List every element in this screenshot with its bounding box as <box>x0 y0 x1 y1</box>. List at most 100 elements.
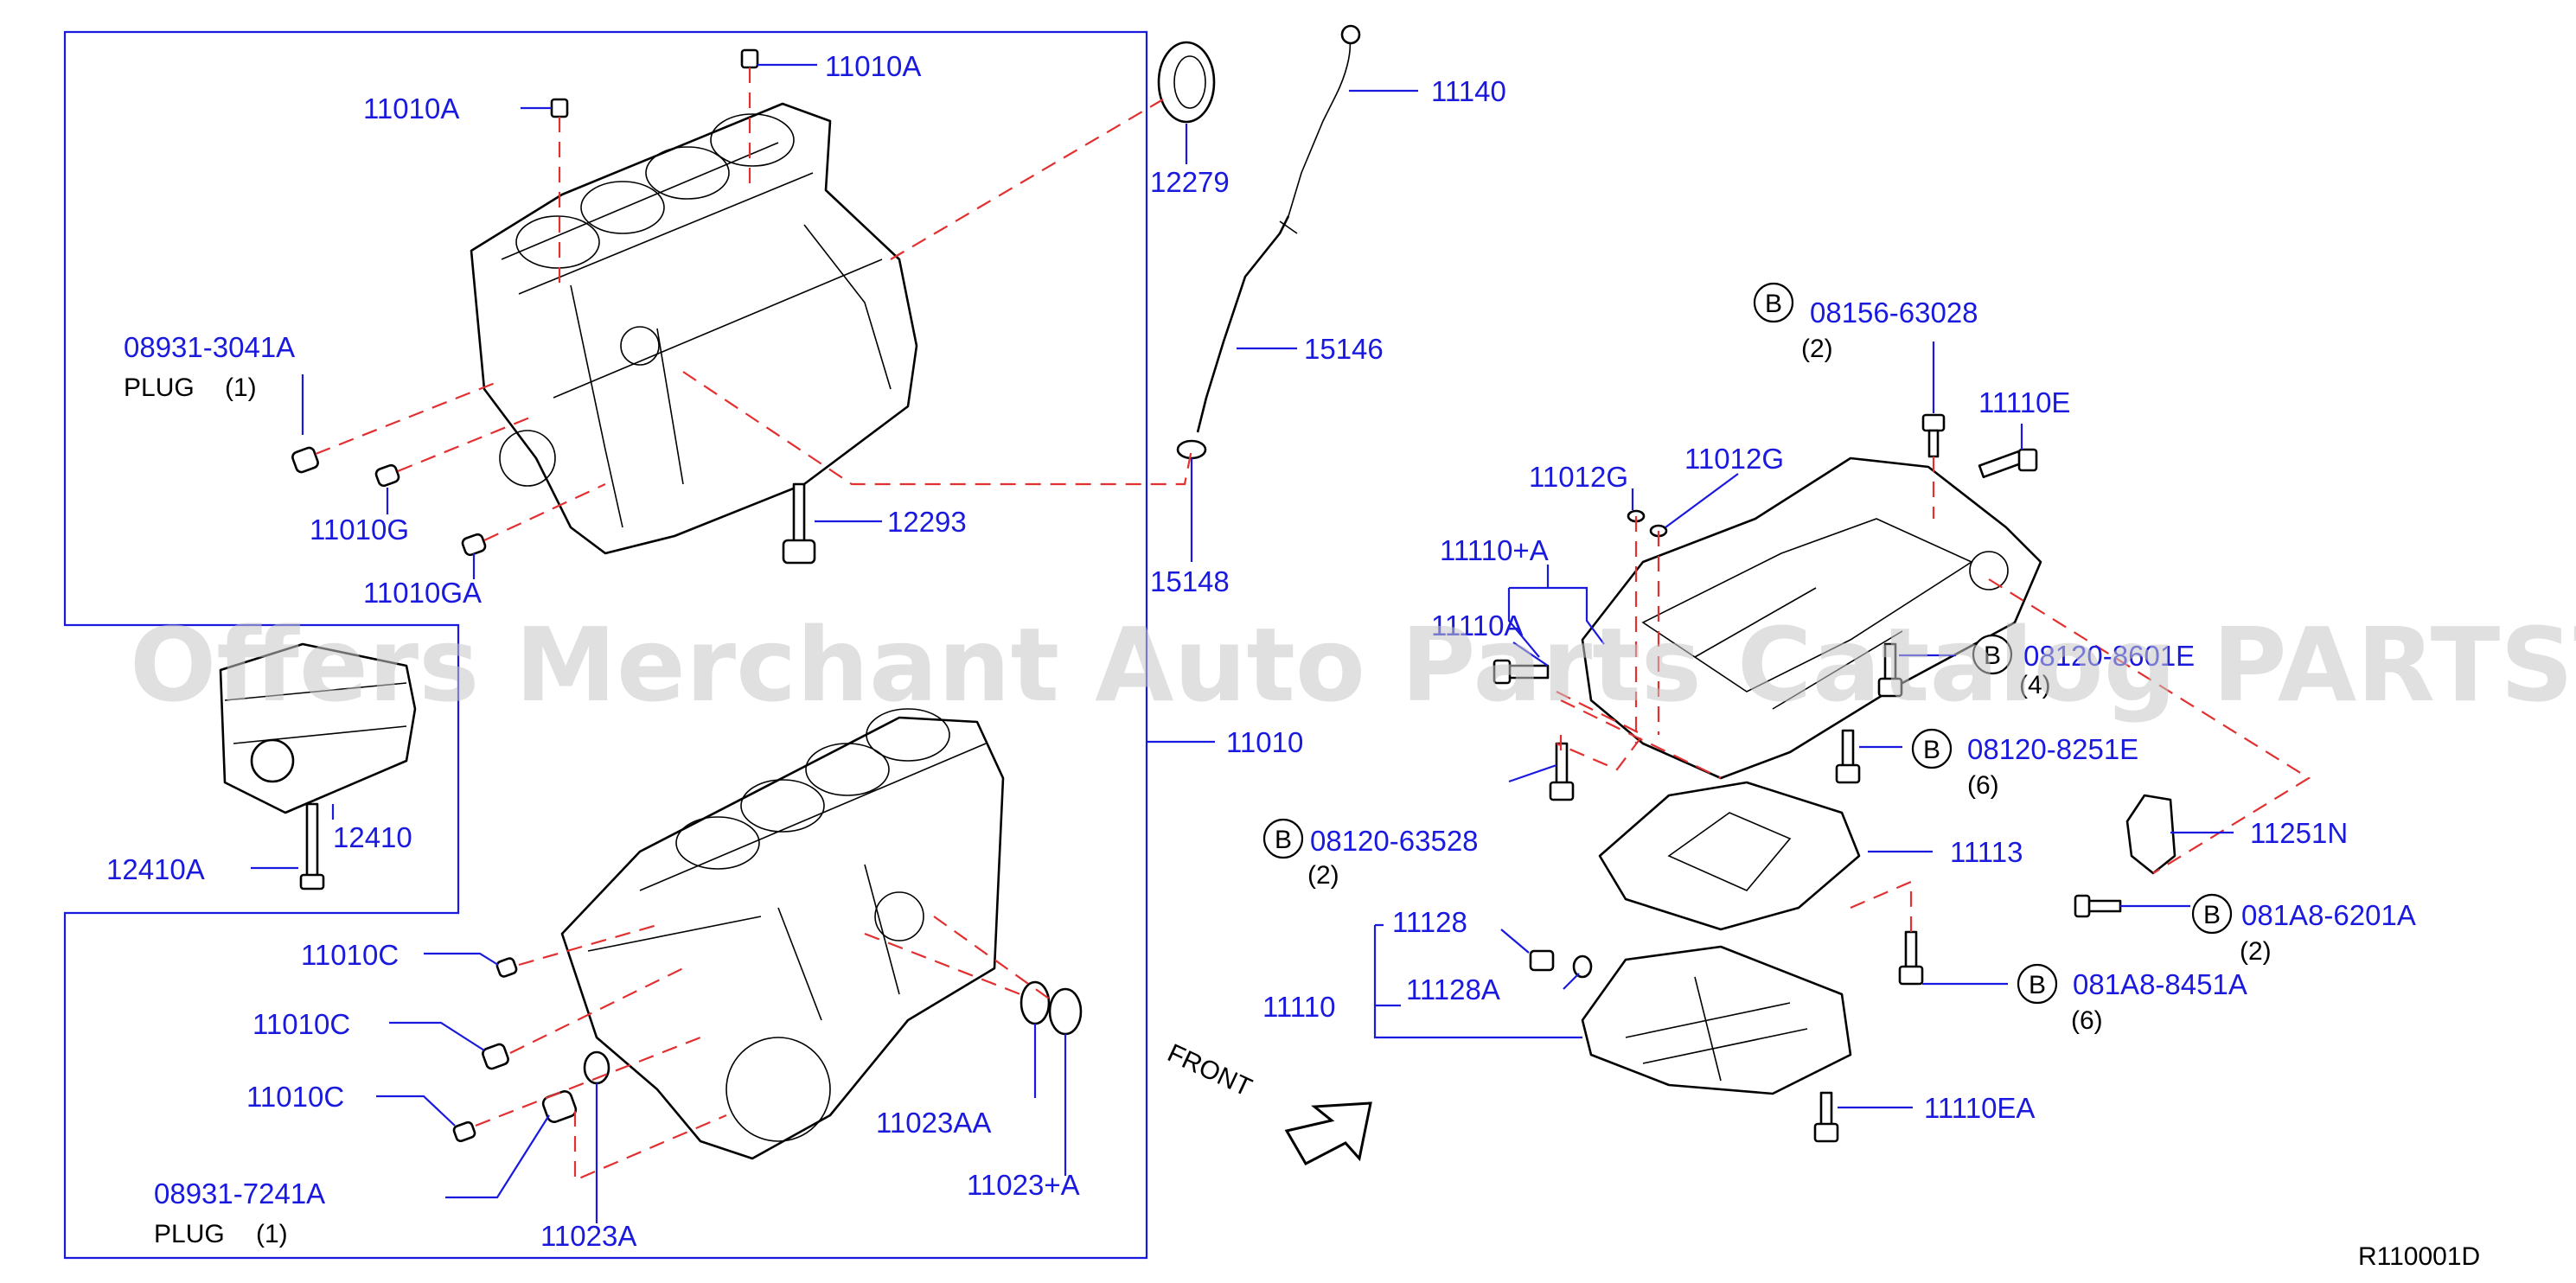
callout-leader-lines <box>251 63 2234 1223</box>
front-direction-arrow <box>1284 1101 1372 1165</box>
bolt-08120-63528 <box>1549 742 1575 801</box>
washer-11128A <box>1572 954 1593 979</box>
svg-text:B: B <box>1984 642 2001 670</box>
callout-12410A: 12410A <box>106 853 205 885</box>
svg-text:B: B <box>1923 736 1940 764</box>
cylinder-block-upper-drawing <box>470 102 918 555</box>
callout-08120-8601E: 08120-8601E <box>2023 640 2195 672</box>
bolt-081A8-8451A <box>1898 930 1924 986</box>
callout-12293: 12293 <box>887 506 967 538</box>
plug-11010C-1 <box>495 957 518 978</box>
svg-text:B: B <box>2029 971 2046 999</box>
callout-11023A: 11023A <box>540 1220 636 1252</box>
oil-level-gauge-11140 <box>1288 24 1361 217</box>
bolt-08120-8601E <box>1877 642 1903 698</box>
callout-11110EA: 11110EA <box>1924 1092 2035 1124</box>
plug-11010C-2 <box>482 1043 509 1070</box>
callout-11110: 11110 <box>1262 991 1335 1023</box>
bolt-12410A <box>299 802 325 890</box>
lower-oil-pan-11110-drawing <box>1581 945 1852 1095</box>
callout-11010A-2: 11010A <box>825 50 921 82</box>
rear-oil-seal-12279 <box>1157 41 1216 124</box>
callout-15148: 15148 <box>1150 565 1230 597</box>
callout-11012G-2: 11012G <box>1684 443 1784 475</box>
qty-081A8-8451A: (6) <box>2071 1006 2103 1035</box>
callout-labels: 11010A 11010A 12279 11140 15146 15148 12… <box>106 50 2416 1252</box>
callout-11010G: 11010G <box>310 514 409 546</box>
qty-08156-63028: (2) <box>1801 335 1833 363</box>
callout-08120-8251E: 08120-8251E <box>1967 733 2138 765</box>
callout-08931-3041A: 08931-3041A <box>124 331 295 363</box>
callout-081A8-8451A: 081A8-8451A <box>2073 968 2247 1000</box>
bolt-11110A <box>1493 659 1550 685</box>
callout-15146: 15146 <box>1304 333 1384 365</box>
bolt-b-markers: B B B B B B <box>1262 282 2233 1005</box>
oil-pump-12410-drawing <box>219 642 417 814</box>
callout-11251N: 11251N <box>2250 817 2348 849</box>
oil-level-gauge-guide-15146 <box>1196 215 1298 433</box>
bolt-08120-8251E <box>1835 729 1861 784</box>
plug-11010A-top-1 <box>550 98 569 118</box>
b-marker-8451A: B <box>2017 963 2058 1005</box>
assembly-dashed-lines <box>315 67 2311 1182</box>
plug-label-upper: PLUG <box>124 373 195 402</box>
callout-11023AA: 11023AA <box>876 1107 991 1139</box>
plug-11010GA <box>461 533 487 557</box>
callout-11113: 11113 <box>1950 836 2023 868</box>
callout-11010A-1: 11010A <box>363 93 459 124</box>
qty-08120-8601E: (4) <box>2019 671 2051 699</box>
callout-11110E: 11110E <box>1978 386 2070 418</box>
b-marker-08156: B <box>1753 282 1794 323</box>
b-marker-63528: B <box>1262 818 1304 859</box>
seal-11023plusA <box>1048 987 1083 1036</box>
qty-081A8-6201A: (2) <box>2240 937 2272 966</box>
o-ring-11023AA <box>1020 980 1051 1025</box>
plug-qty-upper: (1) <box>225 373 257 402</box>
callout-11012G-1: 11012G <box>1529 461 1628 493</box>
plug-label-lower: PLUG <box>154 1220 225 1248</box>
upper-oil-pan-drawing <box>1581 456 2042 780</box>
qty-08120-63528: (2) <box>1307 861 1339 890</box>
callout-11010GA: 11010GA <box>363 577 482 609</box>
callout-11010C-3: 11010C <box>246 1081 344 1113</box>
drain-plug-11128 <box>1529 949 1555 972</box>
front-label: FRONT <box>1163 1038 1256 1102</box>
figure-code: R110001D <box>2358 1242 2480 1271</box>
callout-081A8-6201A: 081A8-6201A <box>2241 899 2416 931</box>
plug-11010C-3 <box>452 1120 476 1143</box>
bracket-11251N-drawing <box>2125 794 2176 875</box>
bolt-11110EA <box>1813 1091 1839 1143</box>
plug-11010G <box>374 463 400 488</box>
plug-11010A-top-2 <box>740 48 759 69</box>
callout-11010C-1: 11010C <box>301 939 399 971</box>
svg-text:B: B <box>2203 901 2221 929</box>
callout-11128A: 11128A <box>1406 973 1500 1005</box>
bolt-081A8-6201A <box>2074 894 2122 918</box>
plug-qty-lower: (1) <box>256 1220 288 1248</box>
o-ring-15148 <box>1176 439 1207 460</box>
callout-11010C-2: 11010C <box>252 1008 350 1040</box>
upper-block-frame <box>63 30 1148 1260</box>
callout-11140: 11140 <box>1431 75 1506 107</box>
plug-08931-3041A <box>291 446 319 474</box>
baffle-plate-11113-drawing <box>1598 781 1861 931</box>
bolt-12293 <box>782 482 816 565</box>
b-marker-6201A: B <box>2191 893 2233 935</box>
callout-11110plusA: 11110+A <box>1440 534 1549 566</box>
callout-11110A: 11110A <box>1431 610 1523 642</box>
svg-text:B: B <box>1275 826 1292 854</box>
qty-08120-8251E: (6) <box>1967 771 1999 800</box>
b-marker-8601E: B <box>1972 634 2013 675</box>
svg-text:B: B <box>1765 290 1782 318</box>
callout-11010: 11010 <box>1226 726 1303 758</box>
callout-11128: 11128 <box>1392 906 1467 938</box>
callout-12410: 12410 <box>333 821 412 853</box>
b-marker-8251E: B <box>1911 728 1953 769</box>
watermark: Offers Merchant Auto Parts Catalog PARTS… <box>130 605 2576 724</box>
callout-11023plusA: 11023+A <box>967 1169 1080 1201</box>
bolt-11110E <box>1978 448 2038 479</box>
bolt-08156-63028 <box>1921 413 1946 458</box>
callout-08931-7241A: 08931-7241A <box>154 1178 325 1210</box>
callout-08156-63028: 08156-63028 <box>1810 297 1978 329</box>
